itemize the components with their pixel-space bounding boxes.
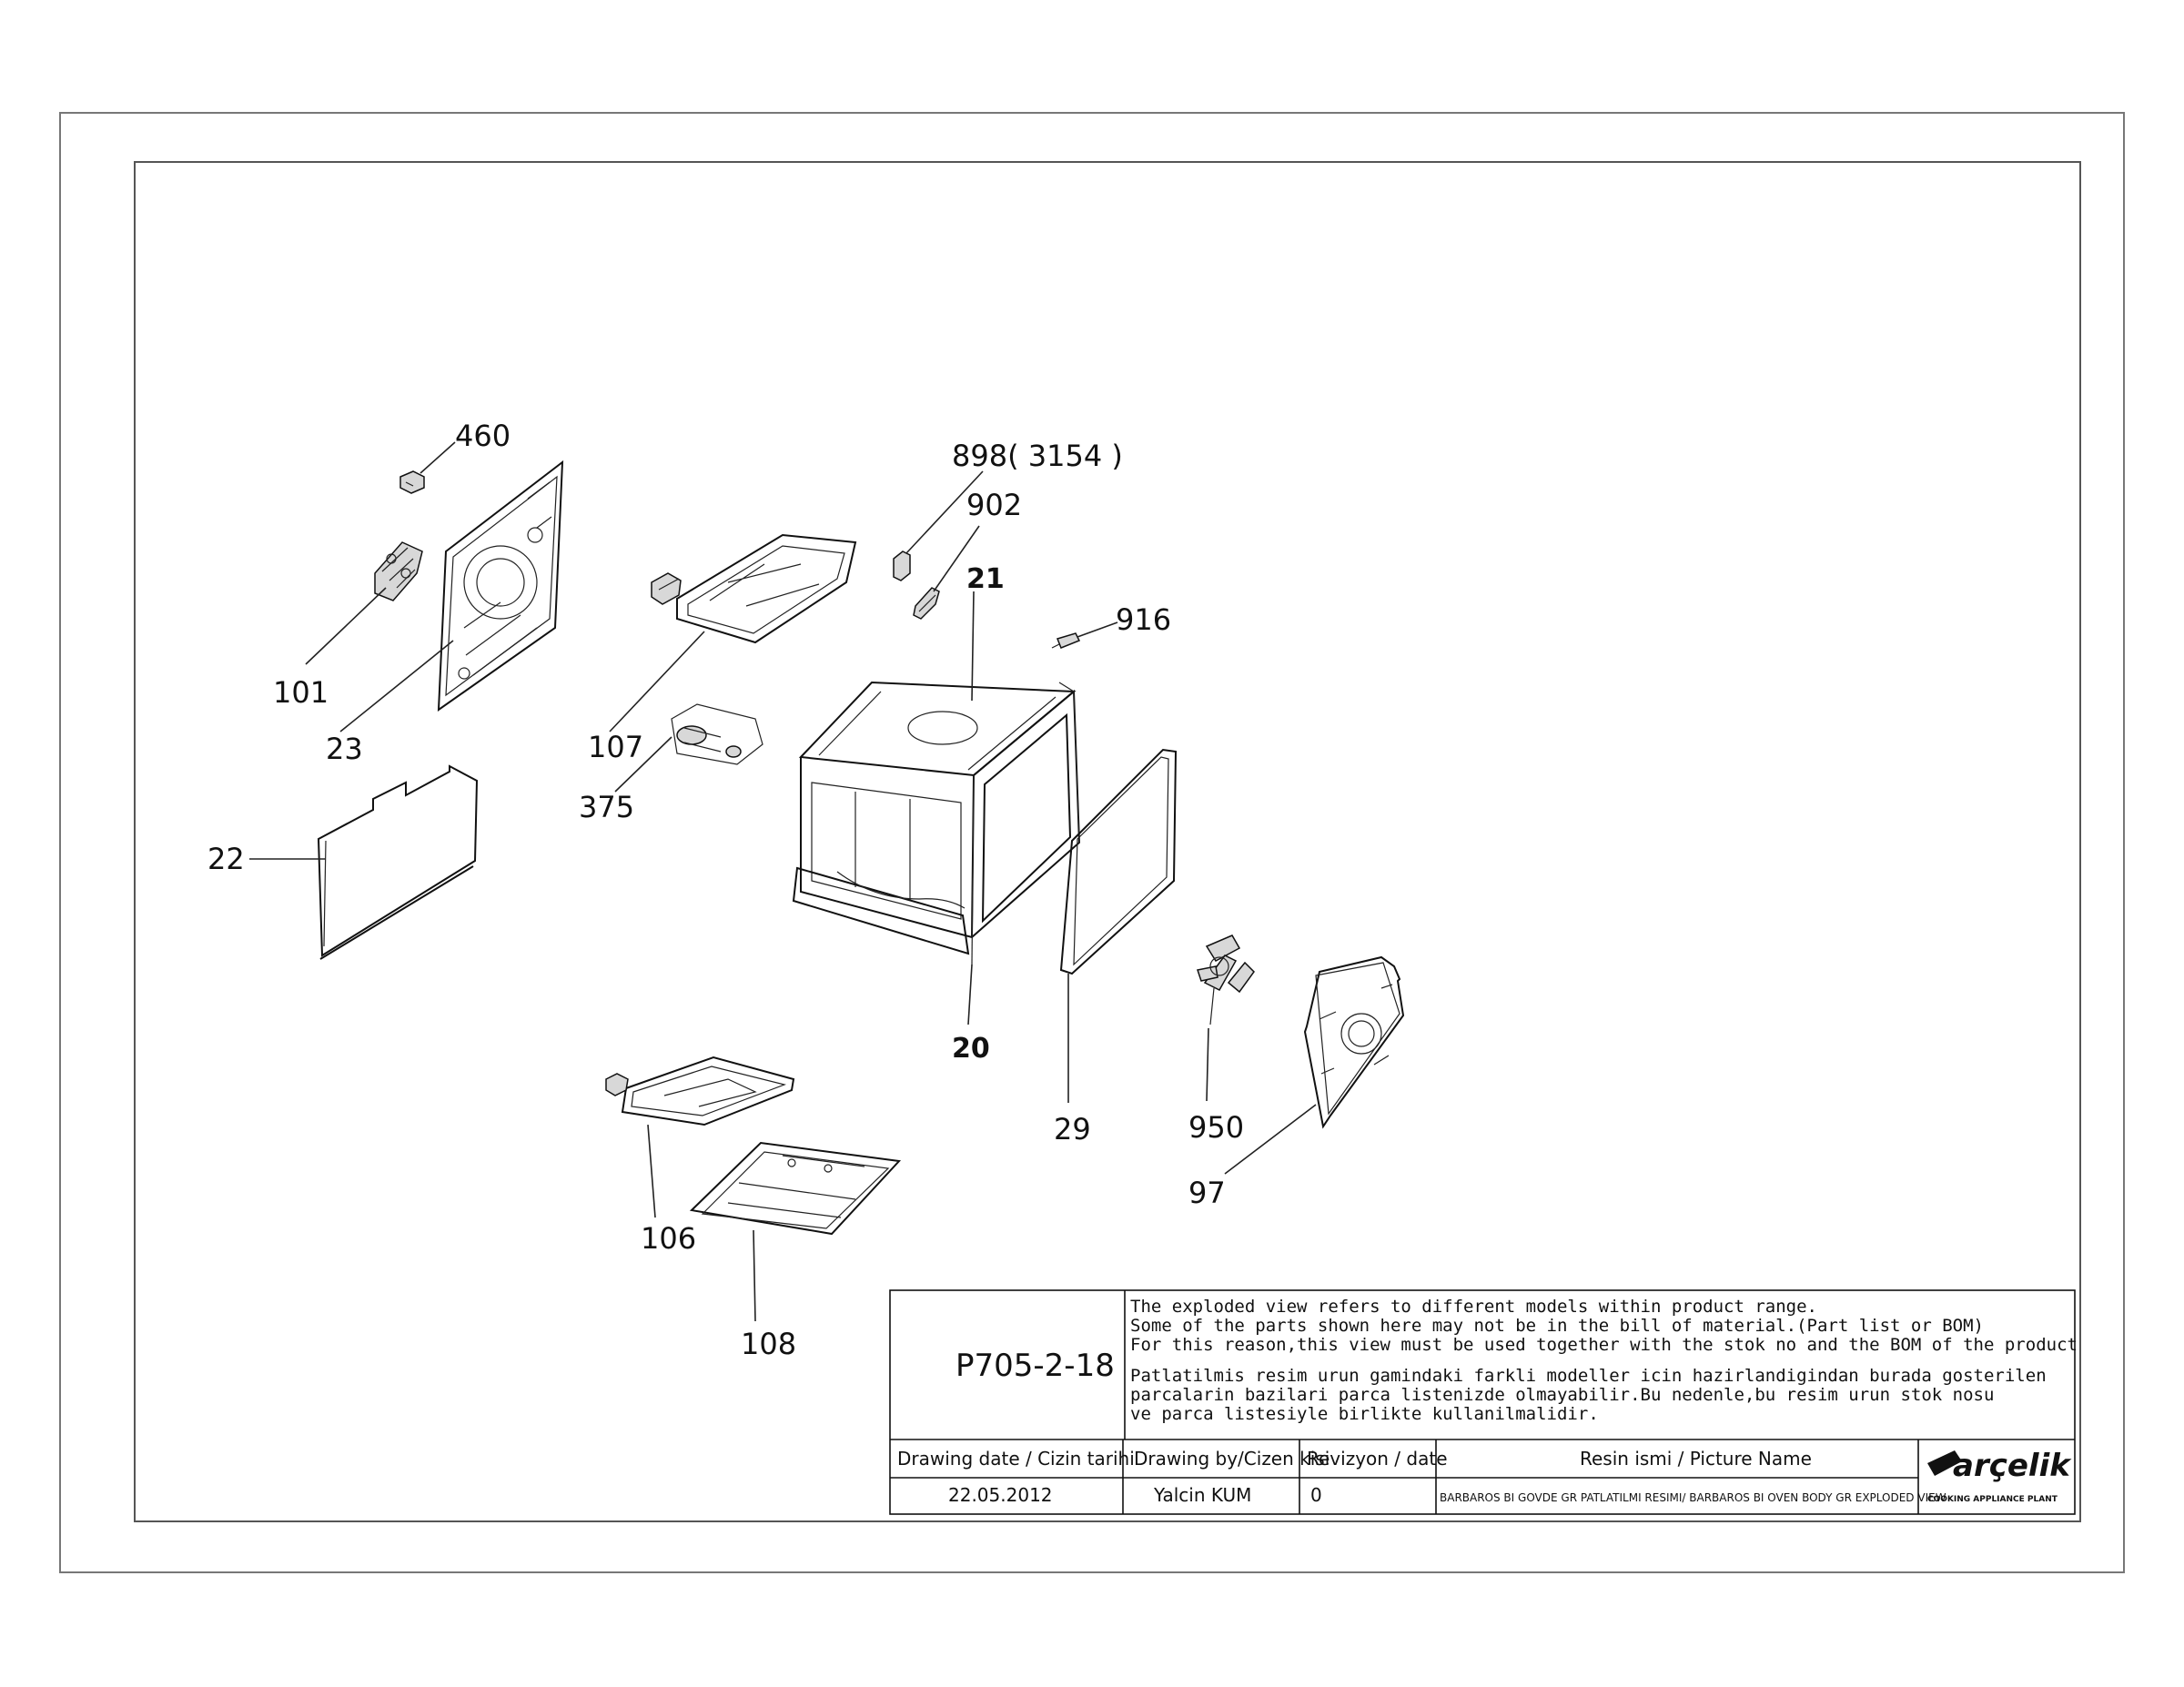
header-drawing-date: Drawing date / Cizin tarihi <box>897 1448 1135 1470</box>
part-21-oven-cavity <box>792 681 1081 965</box>
header-revision: Revizyon / date <box>1307 1448 1448 1470</box>
callout-20: 20 <box>952 1033 990 1065</box>
outer-border <box>59 112 2125 1573</box>
drawing-code: P705-2-18 <box>956 1348 1115 1384</box>
part-950-fan <box>1197 934 1255 1025</box>
callout-101: 101 <box>273 675 329 710</box>
callout-108: 108 <box>741 1327 796 1361</box>
brand-logo: arçelik COOKING APPLIANCE PLANT <box>1927 1448 2072 1504</box>
callout-97: 97 <box>1188 1176 1226 1210</box>
part-29-gasket <box>1059 748 1178 975</box>
note-en-1: The exploded view refers to different mo… <box>1130 1297 1817 1317</box>
callout-106: 106 <box>641 1221 696 1256</box>
part-375-lamp <box>671 703 763 765</box>
value-revision: 0 <box>1310 1484 1322 1506</box>
part-898-bracket <box>893 551 911 581</box>
header-drawing-by: Drawing by/Cizen kisi <box>1134 1448 1330 1470</box>
part-916-screw <box>1051 632 1081 649</box>
callout-950: 950 <box>1188 1110 1244 1145</box>
callout-22: 22 <box>207 842 245 876</box>
part-107-grill-element <box>651 533 857 644</box>
brand-name: arçelik <box>1953 1448 2072 1484</box>
callout-21: 21 <box>966 563 1005 595</box>
note-tr-2: parcalarin bazilari parca listenizde olm… <box>1130 1385 1994 1405</box>
header-picture-name: Resin ismi / Picture Name <box>1580 1448 1812 1470</box>
title-block <box>889 1289 2076 1515</box>
part-460-clip <box>399 470 425 494</box>
value-drawing-by: Yalcin KUM <box>1153 1484 1251 1506</box>
note-en-2: Some of the parts shown here may not be … <box>1130 1316 1984 1336</box>
note-en-3: For this reason,this view must be used t… <box>1130 1335 2078 1355</box>
callout-375: 375 <box>579 790 634 824</box>
part-22-insulation <box>317 764 479 960</box>
note-tr-1: Patlatilmis resim urun gamindaki farkli … <box>1130 1366 2047 1386</box>
callout-23: 23 <box>326 732 363 766</box>
callout-29: 29 <box>1054 1112 1091 1147</box>
part-108-bottom-plate <box>689 1141 902 1236</box>
callout-107: 107 <box>588 730 643 764</box>
callout-916: 916 <box>1116 602 1171 637</box>
value-drawing-date: 22.05.2012 <box>948 1484 1053 1506</box>
part-101-switch <box>374 541 423 601</box>
inner-border <box>134 161 2081 1522</box>
part-97-fan-cover <box>1303 955 1405 1129</box>
part-23-rear-panel <box>437 460 564 712</box>
callout-460: 460 <box>455 419 511 453</box>
brand-subtitle: COOKING APPLIANCE PLANT <box>1927 1495 2058 1504</box>
note-tr-3: ve parca listesiyle birlikte kullanilmal… <box>1130 1404 1599 1424</box>
brand-mark-icon <box>1927 1450 1962 1476</box>
value-picture-name: BARBAROS BI GOVDE GR PATLATILMI RESIMI/ … <box>1440 1491 1946 1504</box>
callout-898: 898( 3154 ) <box>952 439 1123 473</box>
part-902-clip <box>913 587 940 620</box>
callout-902: 902 <box>966 488 1022 522</box>
part-106-bottom-heater <box>605 1056 795 1126</box>
